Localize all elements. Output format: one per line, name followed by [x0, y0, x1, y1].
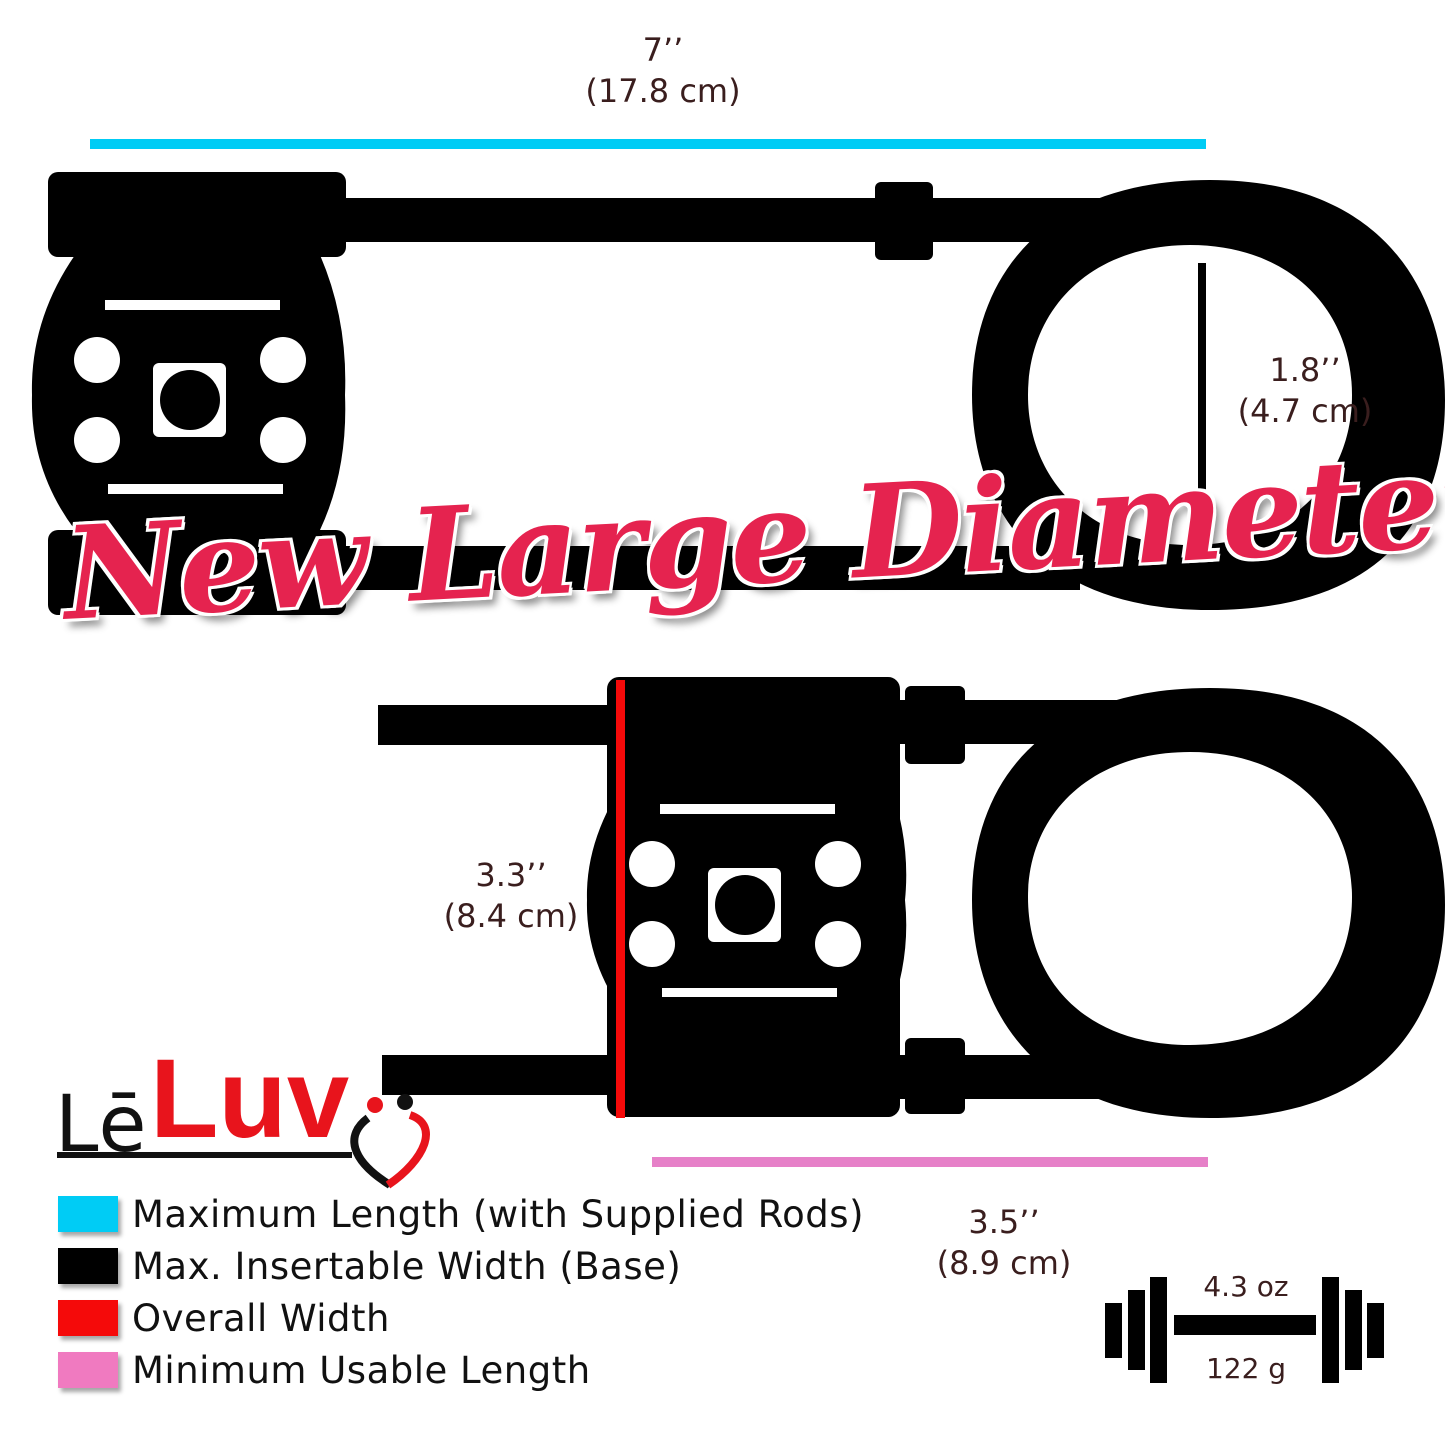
- min-length-imperial: 3.5’’: [968, 1203, 1040, 1241]
- min-length-line: [652, 1157, 1208, 1167]
- legend-swatch-red: [58, 1300, 118, 1336]
- logo-le: Lē: [55, 1080, 147, 1170]
- diameter-label: 1.8’’ (4.7 cm): [1205, 350, 1405, 432]
- legend-label: Minimum Usable Length: [132, 1348, 591, 1392]
- legend-label: Max. Insertable Width (Base): [132, 1244, 682, 1288]
- legend: Maximum Length (with Supplied Rods) Max.…: [58, 1188, 864, 1396]
- max-length-label: 7’’ (17.8 cm): [563, 30, 763, 112]
- legend-item-max-length: Maximum Length (with Supplied Rods): [58, 1188, 864, 1240]
- overall-width-line: [616, 680, 625, 1118]
- legend-label: Overall Width: [132, 1296, 390, 1340]
- max-length-line: [90, 139, 1206, 149]
- legend-swatch-cyan: [58, 1196, 118, 1232]
- legend-label: Maximum Length (with Supplied Rods): [132, 1192, 865, 1236]
- weight-metric: 122 g: [1205, 1352, 1287, 1385]
- max-length-metric: (17.8 cm): [585, 72, 741, 110]
- legend-swatch-pink: [58, 1352, 118, 1388]
- diameter-metric: (4.7 cm): [1237, 392, 1373, 430]
- dumbbell-icon: [1105, 1277, 1384, 1383]
- legend-item-overall-width: Overall Width: [58, 1292, 864, 1344]
- legend-swatch-black: [58, 1248, 118, 1284]
- logo-heart-icon: [57, 1094, 430, 1189]
- logo-luv: Luv: [150, 1036, 350, 1161]
- overall-width-label: 3.3’’ (8.4 cm): [411, 855, 611, 937]
- min-length-metric: (8.9 cm): [936, 1244, 1072, 1282]
- weight-imperial: 4.3 oz: [1203, 1270, 1289, 1303]
- overall-width-metric: (8.4 cm): [443, 897, 579, 935]
- legend-item-insertable-width: Max. Insertable Width (Base): [58, 1240, 864, 1292]
- max-length-imperial: 7’’: [642, 31, 684, 69]
- extender-expanded: [31, 172, 1445, 615]
- overall-width-imperial: 3.3’’: [475, 856, 547, 894]
- diameter-imperial: 1.8’’: [1269, 351, 1341, 389]
- legend-item-min-length: Minimum Usable Length: [58, 1344, 864, 1396]
- min-length-label: 3.5’’ (8.9 cm): [904, 1202, 1104, 1284]
